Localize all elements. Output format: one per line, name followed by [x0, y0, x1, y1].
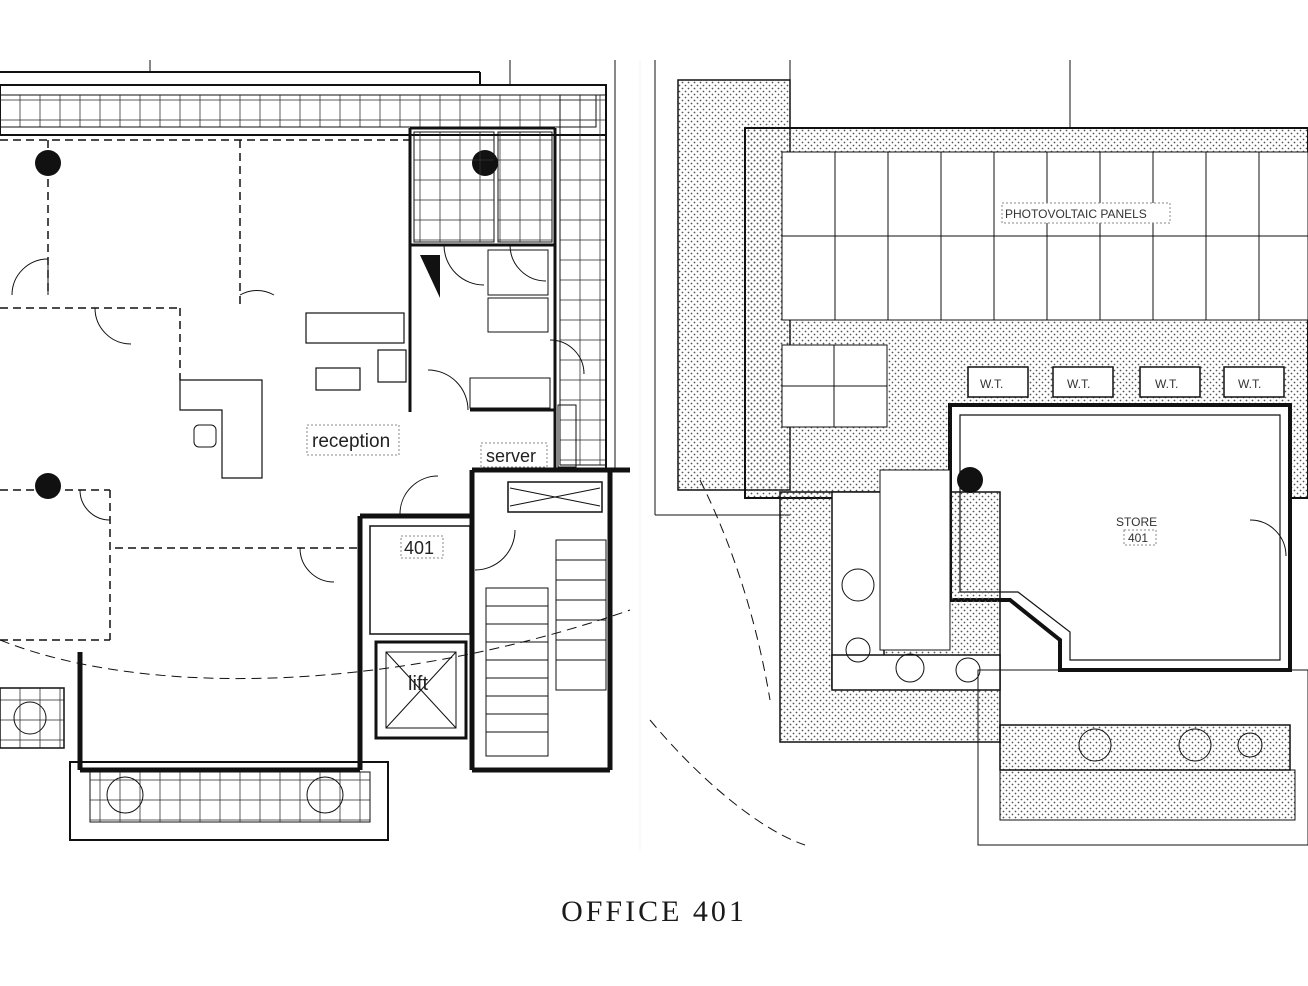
planter-horizontal — [831, 654, 1001, 691]
planter-bottom — [999, 724, 1291, 771]
side-balcony — [559, 94, 607, 466]
reception-label: reception — [312, 431, 390, 452]
office-401-room — [369, 525, 471, 635]
plant-icon — [841, 568, 875, 602]
bottom-terrace — [999, 769, 1296, 821]
lift-shaft — [374, 640, 468, 740]
plant-icon — [1237, 732, 1263, 758]
server-label: server — [486, 446, 536, 466]
bottom-balcony — [69, 761, 389, 841]
photovoltaic-panels-label: PHOTOVOLTAIC PANELS — [1005, 207, 1147, 221]
plant-icon — [1178, 728, 1212, 762]
page-caption: OFFICE 401 — [561, 895, 747, 928]
plant-icon — [845, 637, 871, 663]
plant-icon — [106, 776, 144, 814]
door-swings — [11, 244, 585, 583]
left-plan-labels: reception server 401 lift — [306, 424, 548, 695]
chair-icon — [193, 424, 217, 448]
store-unit-label: 401 — [1128, 531, 1148, 545]
plant-icon — [1078, 728, 1112, 762]
unit-401-label: 401 — [404, 538, 434, 558]
column-icon — [35, 473, 61, 499]
exterior-walls — [77, 467, 630, 773]
plant-icon — [895, 653, 925, 683]
water-tank-label: W.T. — [1067, 377, 1090, 391]
plant-icon — [955, 657, 981, 683]
office-partitions — [0, 139, 410, 641]
column-icon — [957, 467, 983, 493]
service-core — [408, 126, 557, 470]
lift-label: lift — [408, 673, 428, 695]
sofa — [305, 312, 405, 344]
wc-room-1 — [413, 131, 495, 243]
kitchenette — [487, 249, 549, 296]
column-icon — [35, 150, 61, 176]
store-room — [948, 403, 1292, 672]
staircase — [485, 481, 607, 757]
plant-icon — [13, 701, 47, 735]
wc-room-2 — [497, 131, 553, 243]
reception-desk — [179, 379, 263, 479]
plant-icon — [306, 776, 344, 814]
water-tank-label: W.T. — [1155, 377, 1178, 391]
coffee-table — [315, 367, 361, 391]
water-tanks — [967, 366, 1285, 398]
store-label: STORE — [1116, 515, 1157, 529]
water-tank-label: W.T. — [980, 377, 1003, 391]
server-rack — [557, 404, 577, 468]
left-floor-plan — [0, 60, 631, 841]
right-plan-labels: PHOTOVOLTAIC PANELS W.T. W.T. W.T. W.T. … — [980, 202, 1261, 546]
planter-shrubs — [841, 568, 1263, 762]
armchair — [377, 349, 407, 383]
right-roof-plan — [649, 60, 1308, 846]
water-tank-label: W.T. — [1238, 377, 1261, 391]
